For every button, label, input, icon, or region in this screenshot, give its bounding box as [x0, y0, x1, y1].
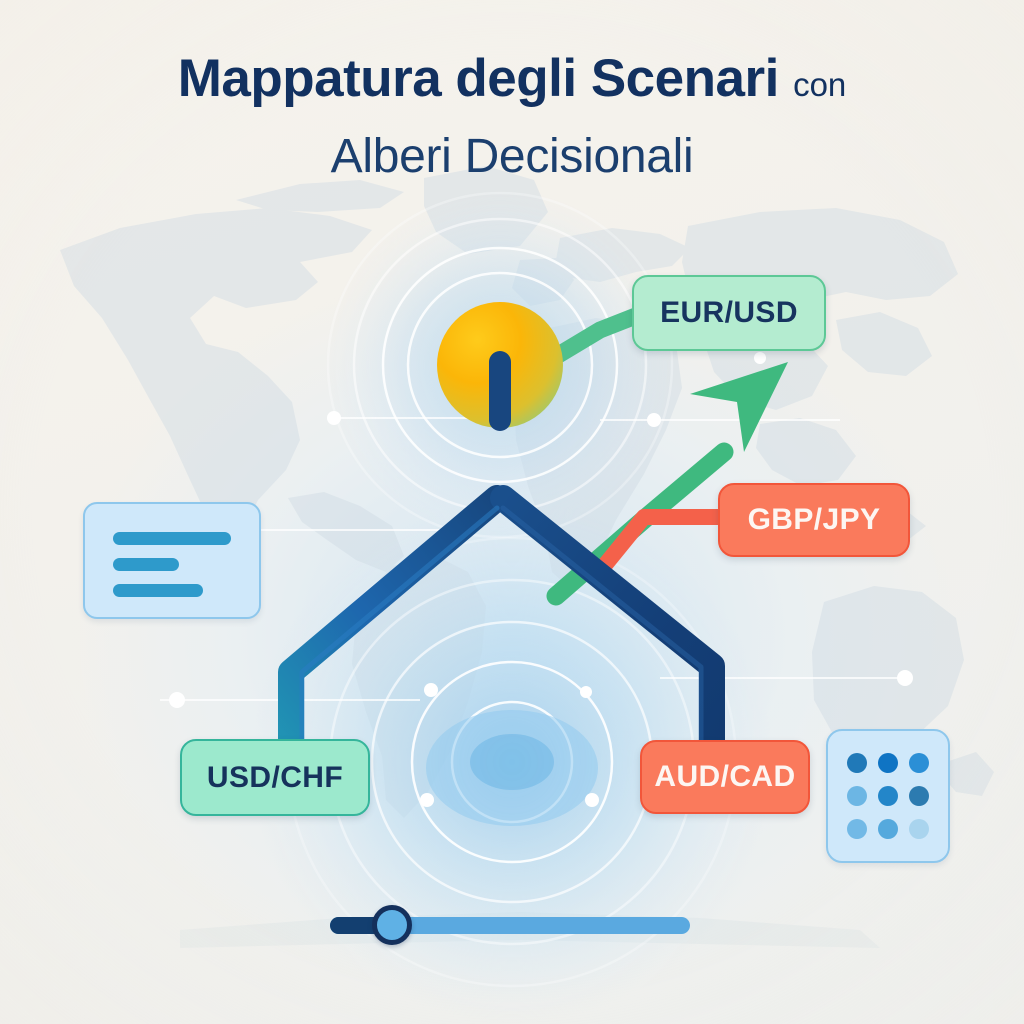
title-subtitle: Alberi Decisionali — [330, 130, 694, 183]
grid-dot-7 — [847, 818, 868, 839]
node-label-text: USD/CHF — [206, 760, 344, 794]
node-label-gbp-jpy[interactable]: GBP/JPY — [718, 483, 910, 557]
list-bar-3 — [113, 584, 203, 597]
list-bar-2 — [113, 558, 179, 571]
node-label-text: AUD/CAD — [654, 760, 796, 793]
grid-dot-2 — [877, 753, 898, 774]
node-label-usd-chf[interactable]: USD/CHF — [180, 739, 370, 816]
grid-dot-6 — [908, 785, 929, 806]
node-label-text: EUR/USD — [660, 296, 798, 329]
slider-handle[interactable] — [372, 905, 412, 945]
list-card[interactable] — [83, 502, 261, 619]
grid-dot-3 — [908, 753, 929, 774]
grid-dot-8 — [877, 818, 898, 839]
grid-dot-5 — [877, 785, 898, 806]
node-label-aud-cad[interactable]: AUD/CAD — [640, 740, 810, 814]
node-label-eur-usd[interactable]: EUR/USD — [632, 275, 826, 351]
grid-card[interactable] — [826, 729, 950, 863]
title-connector-word: con — [793, 66, 847, 103]
grid-dot-1 — [847, 753, 868, 774]
grid-dot-9 — [908, 818, 929, 839]
list-bar-1 — [113, 532, 231, 545]
title-primary: Mappatura degli Scenari — [177, 49, 780, 108]
grid-dot-4 — [847, 785, 868, 806]
progress-slider[interactable] — [330, 905, 690, 945]
node-label-text: GBP/JPY — [747, 503, 881, 536]
page-title: Mappatura degli Scenari con Alberi Decis… — [0, 48, 1024, 186]
